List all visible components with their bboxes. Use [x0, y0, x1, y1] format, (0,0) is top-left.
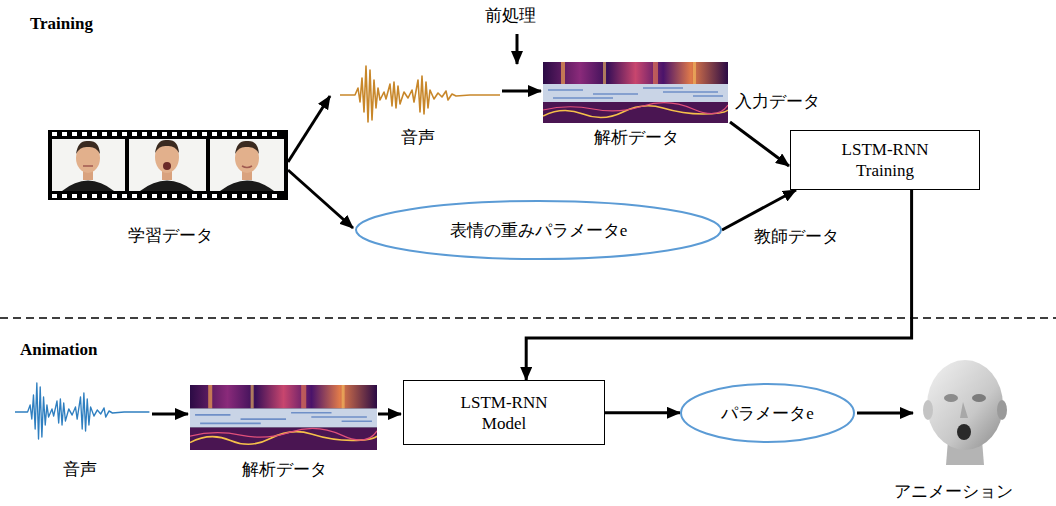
node-text: パラメータe	[721, 403, 814, 424]
annotation-label: Training	[30, 14, 93, 34]
audio-waveform	[340, 66, 500, 122]
audio-waveform	[15, 383, 149, 439]
annotation-label: 入力データ	[735, 92, 820, 112]
spectrogram	[190, 385, 377, 450]
annotation-label: 前処理	[485, 6, 536, 26]
process-box: LSTM-RNN Training	[790, 130, 980, 190]
node-text: 表情の重みパラメータe	[450, 220, 628, 241]
annotation-label: 音声	[401, 128, 435, 148]
annotation-label: アニメーション	[894, 482, 1013, 502]
flow-arrows	[152, 34, 913, 414]
annotation-label: 音声	[63, 460, 97, 480]
annotation-label: 学習データ	[128, 226, 213, 246]
node-text: LSTM-RNN Training	[826, 139, 944, 181]
process-box: LSTM-RNN Model	[403, 380, 605, 445]
annotation-label: 解析データ	[242, 460, 327, 480]
annotation-label: 解析データ	[594, 128, 679, 148]
flow-connector	[722, 190, 796, 230]
parameter-ellipse: パラメータe	[680, 383, 855, 443]
section-divider	[0, 317, 1056, 319]
film-strip	[48, 130, 288, 200]
node-text: LSTM-RNN Model	[445, 392, 563, 434]
flow-connector	[605, 411, 680, 414]
face-model	[923, 360, 1007, 465]
spectrogram	[543, 62, 728, 123]
parameter-ellipse: 表情の重みパラメータe	[355, 200, 722, 260]
annotation-label: Animation	[20, 340, 97, 360]
edge-label: 教師データ	[752, 227, 841, 247]
